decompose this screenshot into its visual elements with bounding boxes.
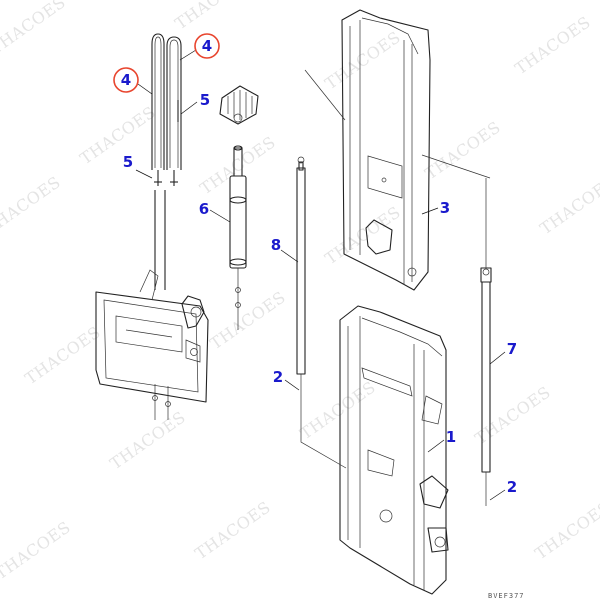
lift-chain-left bbox=[151, 33, 165, 170]
callout-6: 6 bbox=[199, 200, 209, 218]
callout-5: 5 bbox=[123, 153, 133, 171]
fork-carriage bbox=[95, 190, 209, 420]
callout-4: 4 bbox=[121, 71, 131, 89]
rod-part-7 bbox=[480, 267, 492, 506]
watermark: THACOES bbox=[0, 172, 64, 238]
lift-chain-right bbox=[166, 36, 182, 170]
watermark: THACOES bbox=[471, 382, 554, 448]
callout-7: 7 bbox=[507, 340, 517, 358]
callout-5: 5 bbox=[200, 91, 210, 109]
inner-mast bbox=[341, 9, 431, 291]
watermark: THACOES bbox=[531, 497, 600, 563]
callout-labels: 4 4 5 5 6 8 3 2 7 1 2 bbox=[113, 33, 517, 496]
watermark: THACOES bbox=[0, 0, 69, 58]
chain-anchor-bolts bbox=[154, 100, 179, 186]
callout-2: 2 bbox=[273, 368, 283, 386]
callout-2: 2 bbox=[507, 478, 517, 496]
outer-mast bbox=[339, 305, 449, 595]
watermark: THACOES bbox=[536, 172, 600, 238]
watermark: THACOES bbox=[206, 287, 289, 353]
watermark: THACOES bbox=[196, 132, 279, 198]
drawing-code: BVEF377 bbox=[488, 592, 525, 600]
callout-1: 1 bbox=[446, 428, 456, 446]
watermark: THACOES bbox=[191, 497, 274, 563]
watermark: THACOES bbox=[421, 117, 504, 183]
rod-part-8 bbox=[296, 156, 306, 395]
watermark: THACOES bbox=[21, 322, 104, 388]
callout-4: 4 bbox=[202, 37, 212, 55]
watermark: THACOES bbox=[296, 377, 379, 443]
watermark: THACOES bbox=[171, 0, 254, 33]
chain-wheel bbox=[219, 85, 259, 125]
watermark: THACOES bbox=[511, 12, 594, 78]
alignment-guides bbox=[300, 69, 491, 469]
callout-3: 3 bbox=[440, 199, 450, 217]
callout-circle bbox=[194, 33, 220, 59]
leader-lines bbox=[135, 49, 506, 501]
watermark: THACOES bbox=[76, 102, 159, 168]
watermark: THACOES bbox=[106, 407, 189, 473]
watermark: THACOES bbox=[0, 517, 74, 583]
callout-circle bbox=[113, 67, 139, 93]
watermark: THACOES bbox=[321, 27, 404, 93]
callout-8: 8 bbox=[271, 236, 281, 254]
